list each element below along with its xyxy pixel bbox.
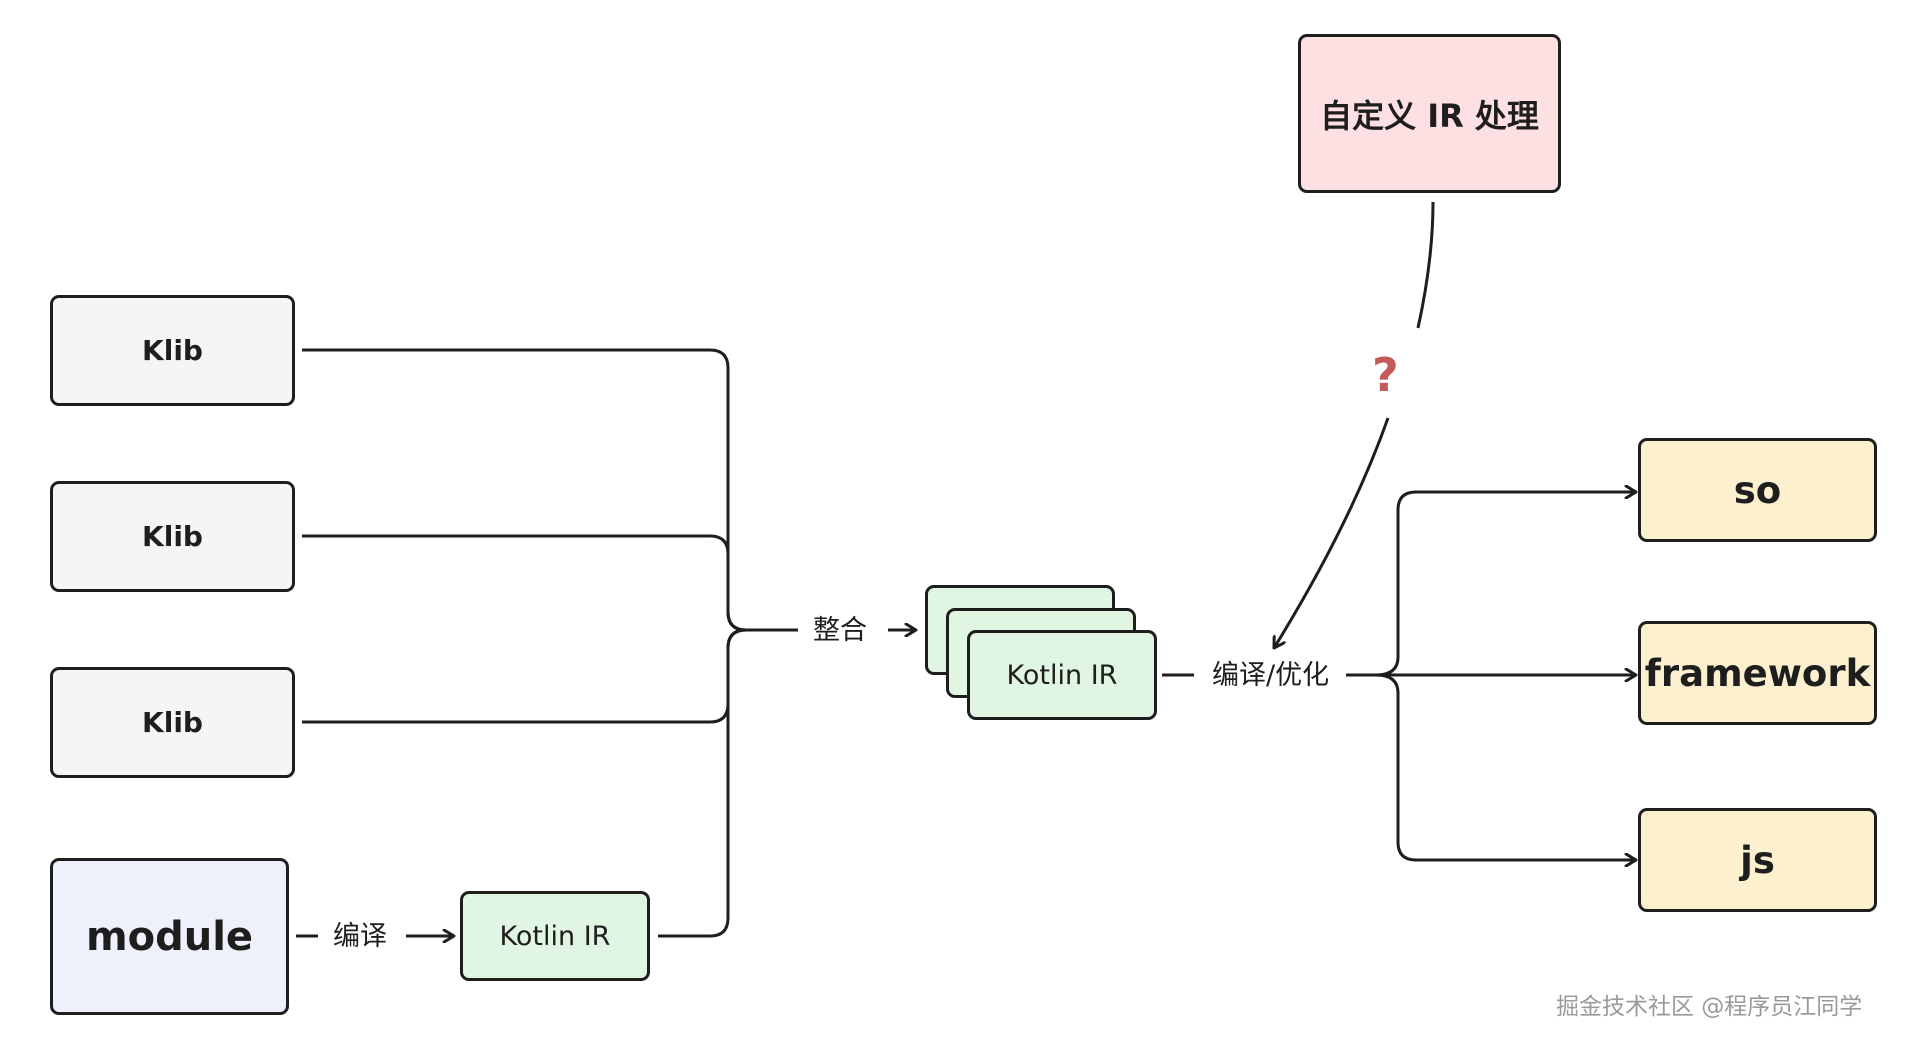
so-connector bbox=[1375, 492, 1636, 677]
compile-optimize-label: 编译/优化 bbox=[1212, 660, 1330, 691]
kotlin-ir-label: Kotlin IR bbox=[499, 920, 611, 952]
kotlin-ir-stack-label: Kotlin IR bbox=[1006, 659, 1118, 691]
compile-label: 编译 bbox=[333, 921, 387, 952]
kotlin-ir-connector bbox=[658, 628, 747, 938]
js-box: js bbox=[1638, 808, 1877, 912]
js-connector bbox=[1375, 673, 1636, 860]
js-label: js bbox=[1740, 838, 1775, 882]
custom-ir-connector-upper bbox=[1416, 201, 1435, 329]
custom-ir-box: 自定义 IR 处理 bbox=[1298, 34, 1561, 193]
klib-label-1: Klib bbox=[142, 334, 203, 367]
klib-box-2: Klib bbox=[50, 481, 295, 592]
framework-box: framework bbox=[1638, 621, 1877, 725]
kotlin-ir-box: Kotlin IR bbox=[460, 891, 650, 981]
klib-3-connector bbox=[302, 628, 747, 724]
framework-label: framework bbox=[1644, 651, 1871, 695]
klib-box-3: Klib bbox=[50, 667, 295, 778]
klib-1-connector bbox=[302, 348, 747, 632]
merge-label: 整合 bbox=[813, 615, 867, 646]
watermark: 掘金技术社区 @程序员江同学 bbox=[1556, 994, 1863, 1020]
klib-box-1: Klib bbox=[50, 295, 295, 406]
so-box: so bbox=[1638, 438, 1877, 542]
klib-label-3: Klib bbox=[142, 706, 203, 739]
klib-label-2: Klib bbox=[142, 520, 203, 553]
custom-ir-label: 自定义 IR 处理 bbox=[1320, 96, 1539, 135]
kotlin-ir-stack-front: Kotlin IR bbox=[967, 630, 1157, 720]
module-box: module bbox=[50, 858, 289, 1015]
klib-2-connector bbox=[302, 534, 747, 632]
module-label: module bbox=[85, 913, 254, 960]
so-label: so bbox=[1733, 468, 1782, 512]
custom-ir-connector-lower bbox=[1274, 417, 1390, 648]
question-mark: ? bbox=[1372, 348, 1399, 402]
